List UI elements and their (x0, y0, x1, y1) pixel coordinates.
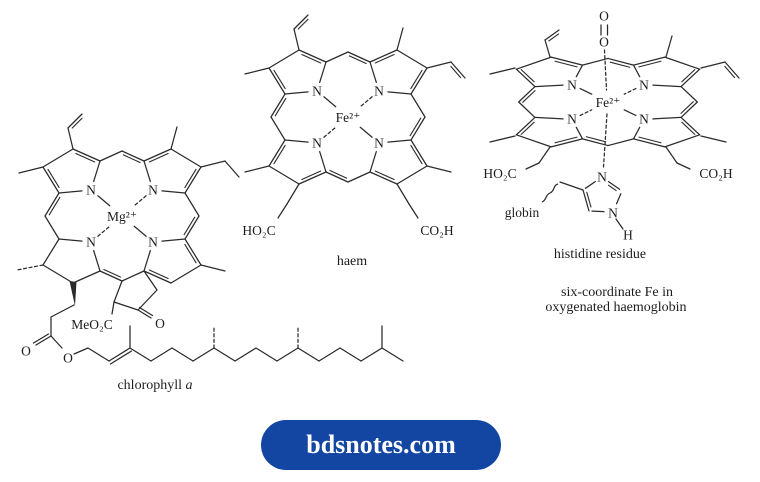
carboxyl-right-label: CO₂H (420, 223, 453, 238)
nitrogen-label: N (86, 235, 96, 250)
carboxyl-left-label: HO₂C (483, 166, 516, 181)
magnesium-ion-label: Mg²⁺ (107, 209, 137, 224)
ester-oxygen-label: O (63, 351, 73, 366)
chlorophyll-structure (16, 113, 404, 365)
oxyhaemoglobin-caption-line2: oxygenated haemoglobin (545, 300, 686, 315)
carboxyl-right-label: CO₂H (699, 166, 732, 181)
globin-label: globin (505, 205, 540, 220)
oxyhaemoglobin-structure (489, 24, 740, 230)
nitrogen-label: N (312, 84, 322, 99)
nitrogen-label: N (567, 78, 577, 93)
iron-ion-label: Fe²⁺ (336, 110, 361, 125)
nitrogen-label: N (567, 112, 577, 127)
ketone-oxygen-label: O (155, 316, 165, 331)
nitrogen-label: N (639, 78, 649, 93)
nitrogen-label: N (148, 235, 158, 250)
imidazole-nitrogen-label: N (597, 170, 607, 185)
bdsnotes-link-button[interactable]: bdsnotes.com (261, 420, 501, 470)
carbonyl-oxygen-label: O (21, 344, 31, 359)
nitrogen-label: N (86, 183, 96, 198)
hydrogen-label: H (623, 228, 633, 243)
oxyhaemoglobin-caption-line1: six-coordinate Fe in (561, 285, 673, 300)
bdsnotes-button-label: bdsnotes.com (306, 430, 456, 459)
histidine-caption: histidine residue (554, 247, 646, 262)
methyl-ester-label: MeO₂C (71, 317, 112, 332)
dioxygen-top-label: O (599, 9, 609, 24)
imidazole-nh-label: N (608, 206, 618, 221)
haem-structure (244, 14, 466, 219)
nitrogen-label: N (639, 112, 649, 127)
nitrogen-label: N (312, 136, 322, 151)
haem-caption: haem (337, 254, 367, 269)
dioxygen-bottom-label: O (599, 35, 609, 50)
nitrogen-label: N (148, 183, 158, 198)
iron-ion-label: Fe²⁺ (596, 95, 621, 110)
chlorophyll-caption: chlorophyll a (117, 378, 192, 393)
nitrogen-label: N (374, 84, 384, 99)
carboxyl-left-label: HO₂C (242, 223, 275, 238)
nitrogen-label: N (374, 136, 384, 151)
